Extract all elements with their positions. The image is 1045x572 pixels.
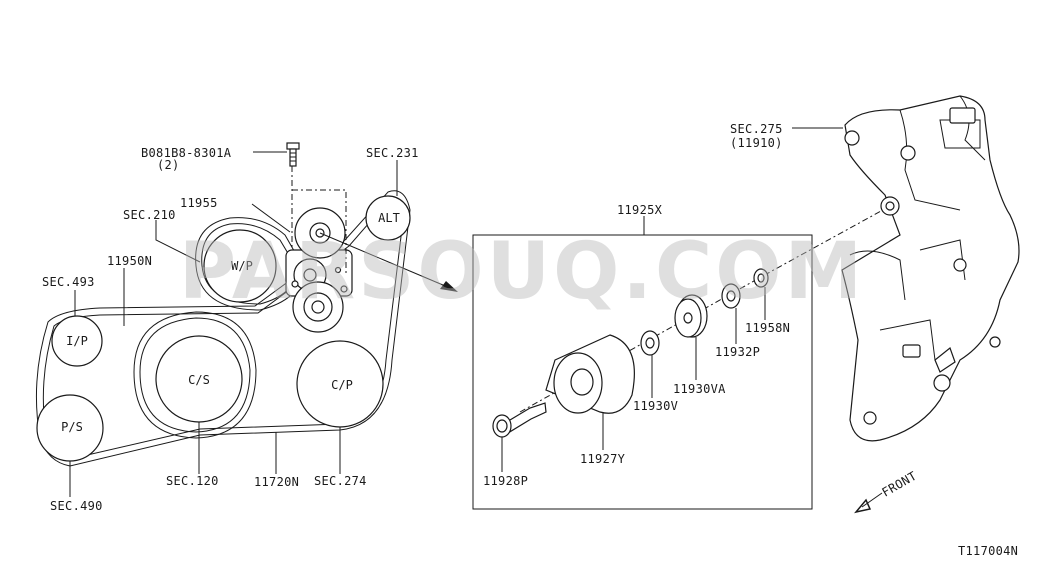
- wp-pulley: [203, 229, 277, 303]
- sec-493-label: SEC.493: [42, 275, 95, 289]
- front-arrow: [854, 492, 883, 514]
- tensioner-assembly: [285, 207, 353, 333]
- belt-routing: [35, 142, 458, 497]
- bolt-label: B081B8-8301A: [141, 146, 232, 160]
- part-11930va-label: 11930VA: [673, 382, 726, 396]
- part-11958n-label: 11958N: [745, 321, 790, 335]
- bolt-part: [286, 142, 300, 167]
- spacer-11930va: [674, 294, 708, 338]
- ip-label: I/P: [66, 334, 88, 348]
- part-11720n-label: 11720N: [254, 475, 299, 489]
- part-11950n-label: 11950N: [107, 254, 152, 268]
- front-label: FRONT: [880, 469, 920, 500]
- alt-label: ALT: [378, 211, 400, 225]
- pulley-11927y: [545, 334, 635, 414]
- sec-231-label: SEC.231: [366, 146, 419, 160]
- diagram-code-label: T117004N: [958, 544, 1018, 558]
- part-11930v-label: 11930V: [633, 399, 678, 413]
- cs-label: C/S: [188, 373, 210, 387]
- sec-274-label: SEC.274: [314, 474, 367, 488]
- part-11928p-label: 11928P: [483, 474, 528, 488]
- bracket-sec-label: SEC.275: [730, 122, 783, 136]
- sec-490-label: SEC.490: [50, 499, 103, 513]
- assembly-frame: [472, 234, 813, 510]
- exploded-assembly: [472, 204, 893, 510]
- ps-label: P/S: [61, 420, 83, 434]
- assembly-title-label: 11925X: [617, 203, 663, 217]
- alt-pulley: [365, 195, 411, 241]
- bracket-part: [792, 95, 1020, 442]
- sec-210-label: SEC.210: [123, 208, 176, 222]
- bolt-11928p: [492, 402, 547, 438]
- sec-120-label: SEC.120: [166, 474, 219, 488]
- watermark-text: PARSOUQ.COM: [179, 227, 865, 317]
- part-11955-label: 11955: [180, 196, 218, 210]
- cp-label: C/P: [331, 378, 353, 392]
- bolt-qty-label: (2): [157, 158, 180, 172]
- wp-label: W/P: [231, 259, 253, 273]
- ip-pulley: [51, 315, 103, 367]
- bracket-part-label: (11910): [730, 136, 783, 150]
- part-11927y-label: 11927Y: [580, 452, 626, 466]
- part-11932p-label: 11932P: [715, 345, 760, 359]
